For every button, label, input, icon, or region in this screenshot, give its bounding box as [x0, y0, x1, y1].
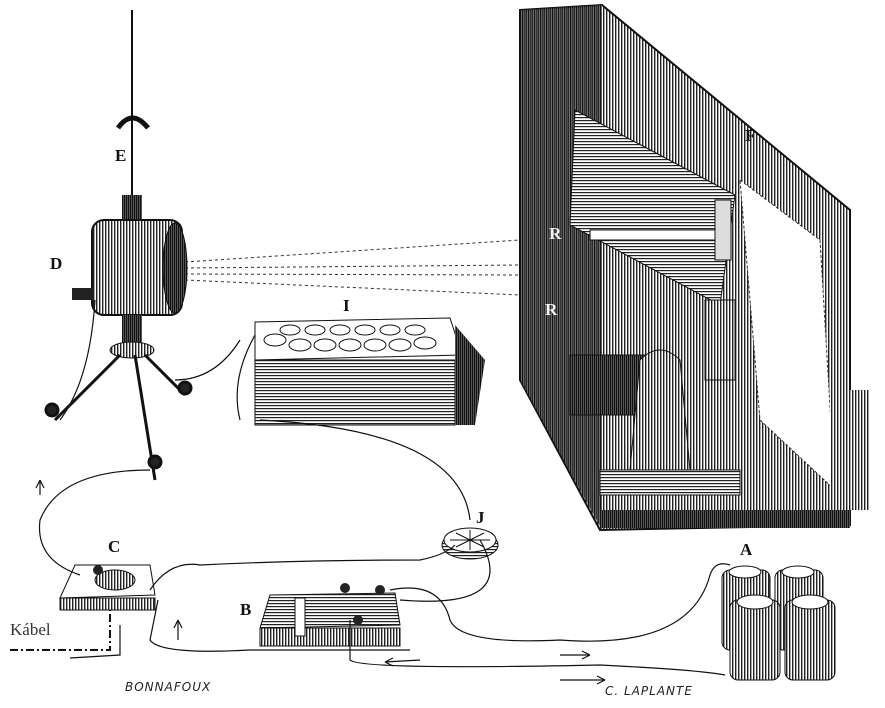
- battery-cells-a: [721, 565, 836, 681]
- label-i: I: [343, 296, 350, 315]
- tripod: [44, 353, 193, 481]
- label-e: E: [115, 146, 127, 165]
- label-f: F: [745, 126, 756, 145]
- label-r-lower: R: [545, 300, 558, 319]
- key-box-i: [254, 317, 485, 426]
- label-a: A: [740, 540, 753, 559]
- lamp-d: [72, 10, 188, 359]
- projection-cabinet-f: [519, 3, 870, 532]
- label-b: B: [240, 600, 252, 619]
- projection-rays: [184, 239, 521, 296]
- engraver-signature: BONNAFOUX: [125, 680, 212, 694]
- instrument-c: [59, 564, 156, 611]
- label-d: D: [50, 254, 63, 273]
- label-c: C: [108, 537, 121, 556]
- label-j: J: [476, 508, 485, 527]
- commutator-j: [441, 527, 499, 560]
- cable-label: Kábel: [10, 620, 51, 639]
- artist-signature: C. LAPLANTE: [605, 684, 693, 698]
- label-r-upper: R: [549, 224, 562, 243]
- telegraph-key-b: [259, 583, 401, 647]
- wires: [10, 299, 731, 685]
